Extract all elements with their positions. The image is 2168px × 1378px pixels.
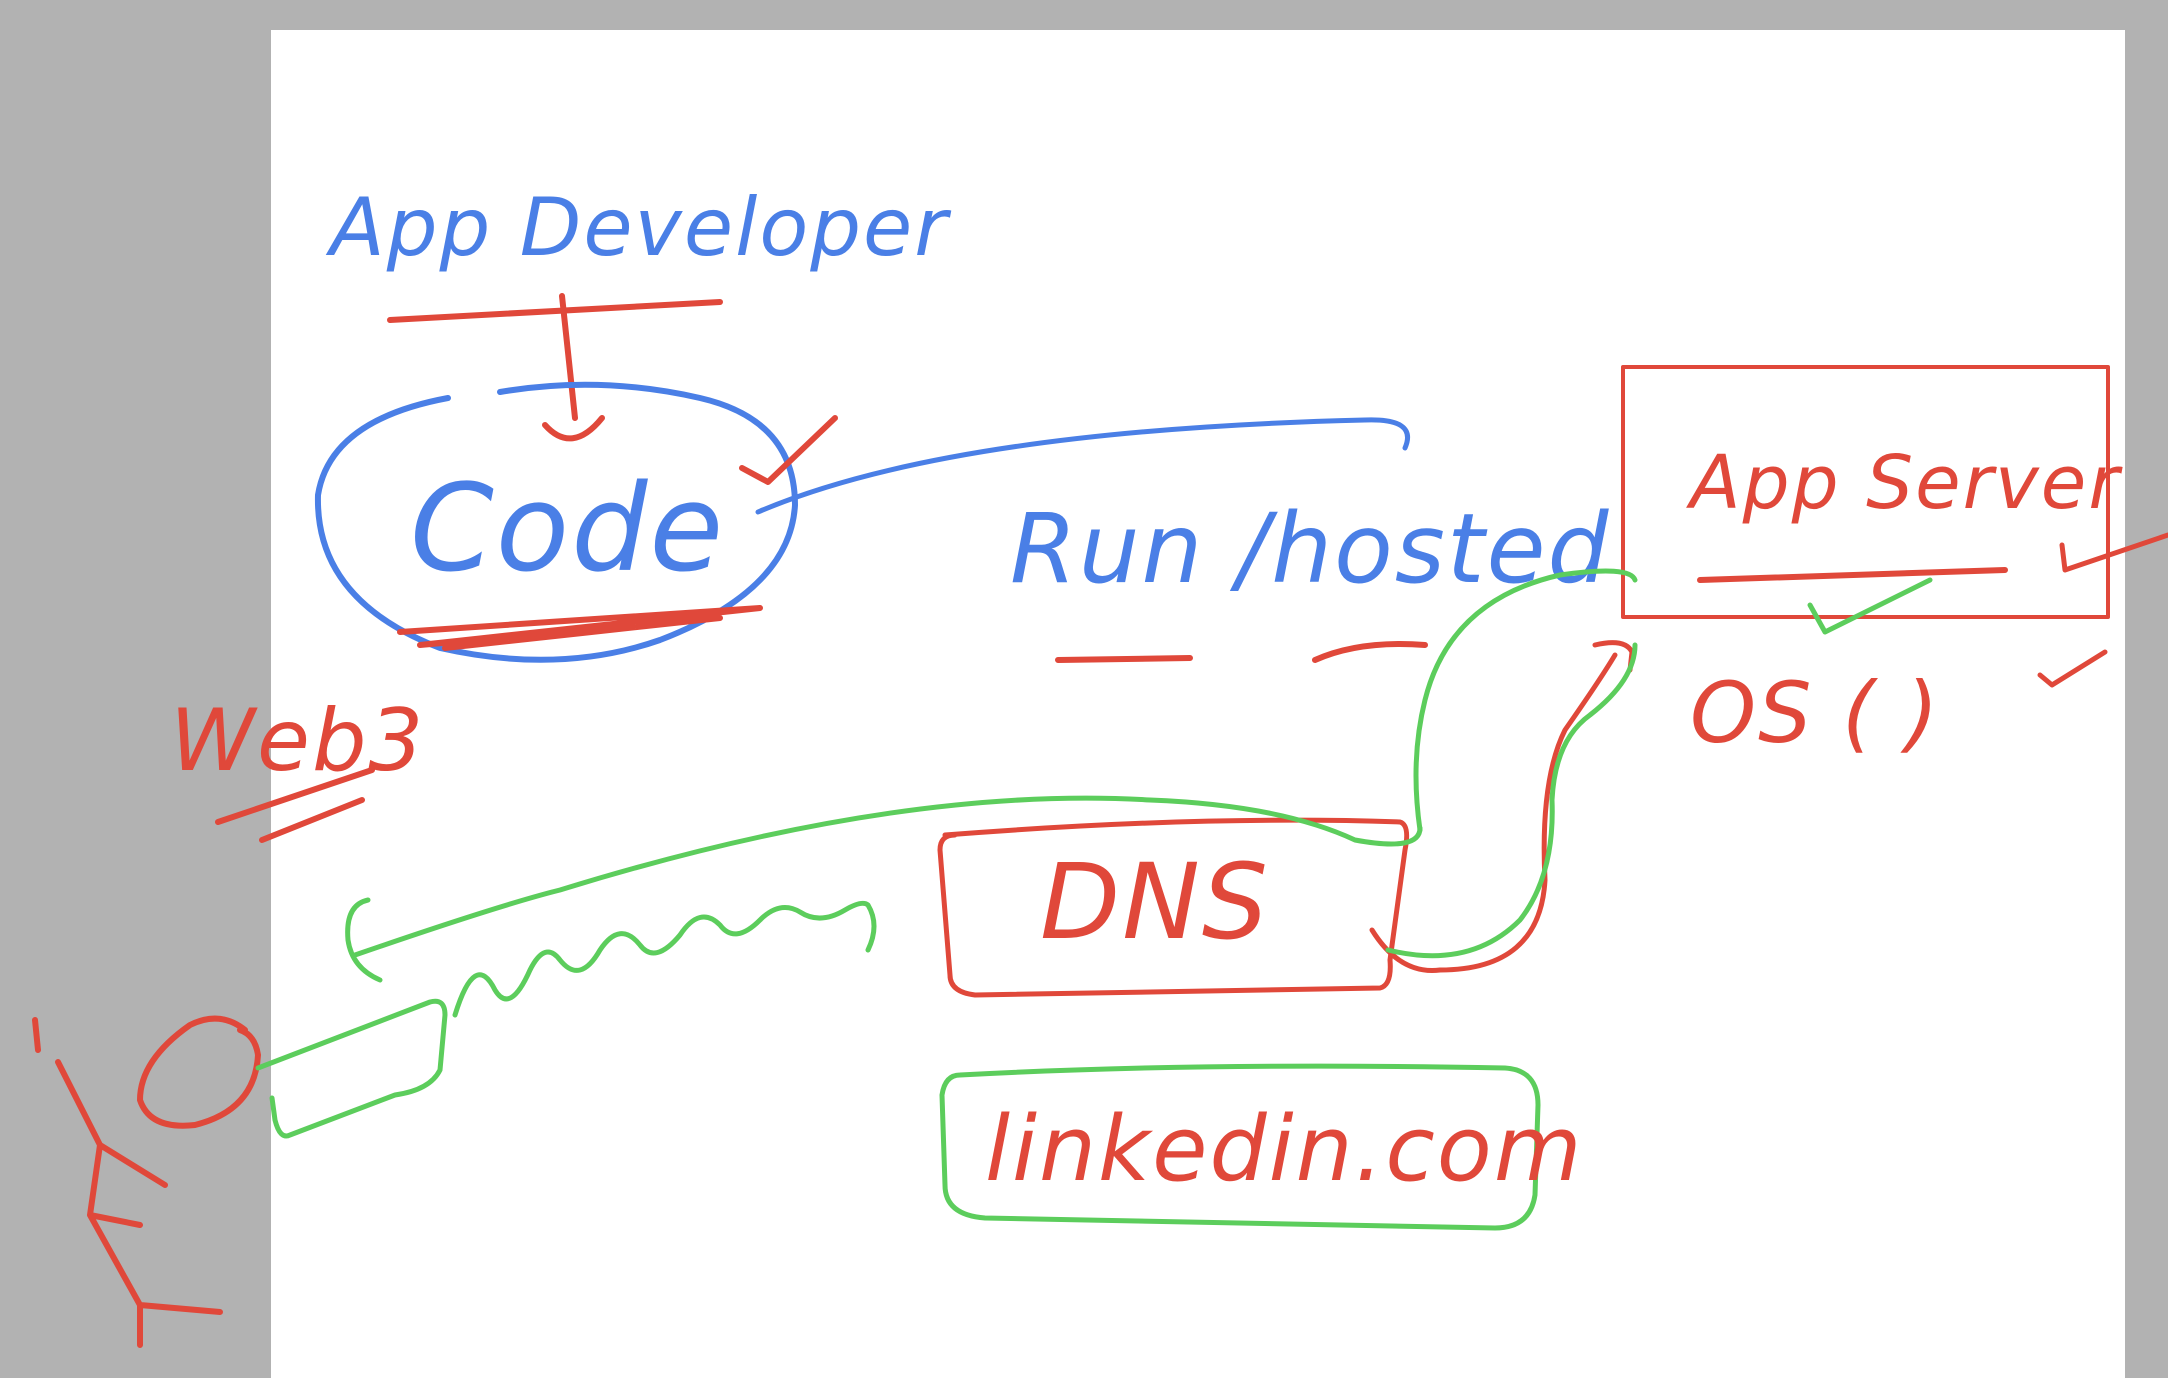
device-icon [255,998,448,1139]
code-label: Code [410,460,725,599]
dns-label: DNS [1040,841,1270,963]
hosted-underline [1312,641,1428,663]
web3-underline [215,767,375,843]
code-to-server-arrow [755,417,1411,515]
code-scribble [397,605,763,651]
dns-to-server-green [1413,568,1638,833]
os-label: OS ( ) [1690,664,1940,762]
code-ellipse [314,381,798,663]
code-checkmark [739,415,838,485]
app-server-box [1621,365,2110,619]
request-wave [452,900,877,1018]
web3-label: Web3 [170,691,425,791]
os-checkmark [2037,649,2108,688]
user-head-icon [137,1015,261,1129]
run-hosted-label: Run /hosted [1010,493,1610,605]
app-server-right-mark [2059,532,2168,573]
app-server-green-check [1807,577,1933,635]
dns-to-server-red [1369,640,1635,973]
dns-to-server-green-2 [1385,642,1638,959]
developer-to-code-arrow [542,293,605,442]
app-developer-label: App Developer [325,181,952,274]
domain-label: linkedin.com [985,1097,1584,1202]
run-underline [1055,655,1193,663]
request-arc-to-dns [345,795,1423,983]
whiteboard-canvas [271,30,2125,1378]
user-icon [32,1017,223,1348]
app-server-label: App Server [1686,440,2123,526]
dns-box [937,817,1410,998]
domain-box [939,1063,1541,1231]
app-server-underline [1697,567,2008,583]
app-developer-underline [387,299,723,323]
